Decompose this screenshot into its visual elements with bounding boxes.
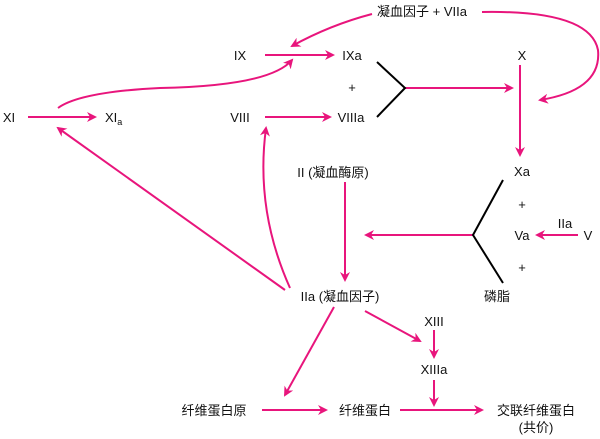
thrombin-label: IIa (凝血因子) — [300, 289, 380, 304]
factor-ix-label: IX — [233, 48, 247, 63]
arrow-iia-to-xi — [56, 126, 286, 291]
arrow-iia-to-fibrinogen — [284, 306, 335, 397]
factor-viiia-label: VIIIa — [337, 110, 365, 125]
covalent-label: (共价) — [518, 420, 554, 435]
factor-xiiia-label: XIIIa — [420, 362, 448, 377]
crosslinked-fibrin-label: 交联纤维蛋白 — [496, 403, 576, 418]
factor-ixa-label: IXa — [342, 48, 362, 63]
prothrombin-label: II (凝血酶原) — [297, 165, 369, 180]
plus-label-3: + — [518, 260, 526, 275]
plus-label-1: + — [348, 80, 356, 95]
plus-label-2: + — [518, 197, 526, 212]
factor-xia-label: XIa — [105, 110, 123, 127]
arrow-iia-to-viii — [259, 126, 291, 289]
fibrinogen-label: 纤维蛋白原 — [181, 403, 247, 418]
factor-x-label: X — [517, 48, 527, 63]
tenase-bracket — [376, 61, 407, 118]
factor-xa-label: Xa — [514, 164, 530, 179]
factor-viii-label: VIII — [230, 110, 250, 125]
fibrin-label: 纤维蛋白 — [338, 403, 392, 418]
arrow-xia-to-ix — [57, 58, 294, 109]
prothrombinase-bracket — [471, 179, 504, 284]
arrow-tf-to-ix — [290, 13, 373, 47]
phospholipid-label: 磷脂 — [483, 289, 511, 304]
arrow-iia-to-xiii — [364, 310, 422, 342]
tf-viia-label: 凝血因子 + VIIa — [377, 4, 467, 19]
arrow-tf-to-x — [481, 10, 600, 104]
factor-xiii-label: XIII — [424, 314, 444, 329]
factor-va-label: Va — [514, 228, 530, 243]
factor-xi-label: XI — [2, 110, 16, 125]
iia-small-label: IIa — [557, 216, 573, 231]
factor-v-label: V — [583, 228, 593, 243]
